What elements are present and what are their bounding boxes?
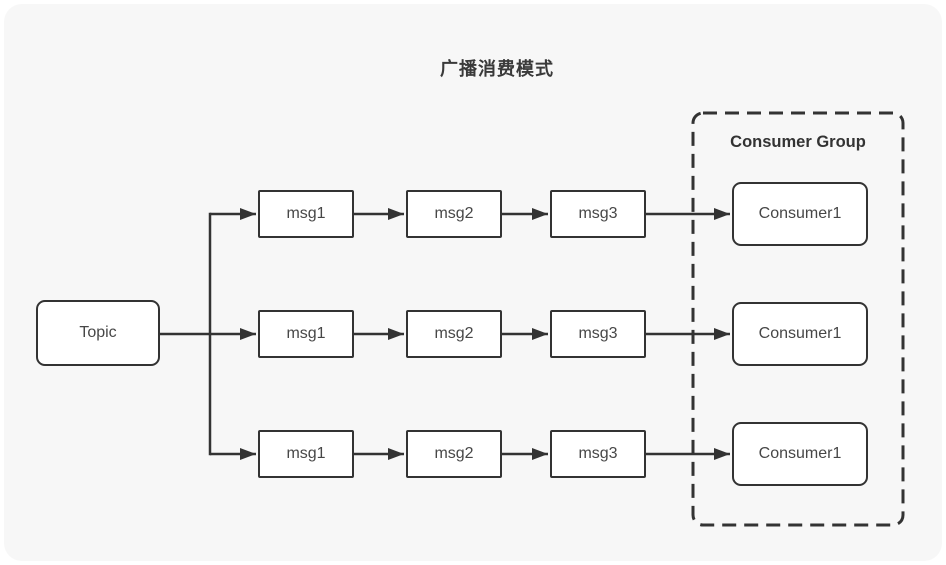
consumer-node: Consumer1 (732, 182, 868, 246)
msg-node: msg3 (550, 430, 646, 478)
consumer-node: Consumer1 (732, 302, 868, 366)
consumer-node: Consumer1 (732, 422, 868, 486)
msg-node: msg2 (406, 310, 502, 358)
msg-node: msg2 (406, 190, 502, 238)
msg-node: msg3 (550, 310, 646, 358)
diagram-title: 广播消费模式 (440, 59, 554, 79)
msg-node: msg1 (258, 310, 354, 358)
msg-node: msg3 (550, 190, 646, 238)
msg-node: msg1 (258, 190, 354, 238)
consumer-group-label: Consumer Group (730, 133, 866, 151)
consumer-group-container (691, 111, 905, 527)
topic-node: Topic (36, 300, 160, 366)
msg-node: msg2 (406, 430, 502, 478)
msg-node: msg1 (258, 430, 354, 478)
